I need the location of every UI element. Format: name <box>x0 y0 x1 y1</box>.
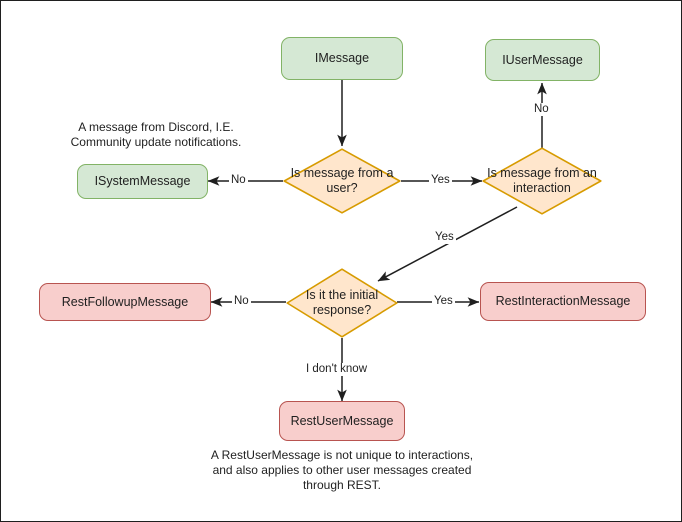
node-restinteractionmessage[interactable]: RestInteractionMessage <box>480 282 646 321</box>
edge-label-from-interaction-no: No <box>532 103 551 116</box>
node-isystemmessage[interactable]: ISystemMessage <box>77 164 208 199</box>
node-iusermessage-label: IUserMessage <box>502 52 583 67</box>
note-rest-user-message: A RestUserMessage is not unique to inter… <box>210 448 474 492</box>
edge-from-interaction-yes-to-initial-response <box>377 206 518 282</box>
decision-initial-response-label: Is it the initial response? <box>305 288 379 317</box>
diamond-shape-from-user <box>283 148 401 214</box>
edge-label-initial-yes: Yes <box>432 295 455 308</box>
node-restinteractionmessage-label: RestInteractionMessage <box>495 294 631 308</box>
edge-label-initial-no: No <box>232 295 251 308</box>
decision-is-initial-response[interactable]: Is it the initial response? <box>286 268 398 338</box>
note-system-message: A message from Discord, I.E. Community u… <box>70 120 242 149</box>
diamond-shape-initial-response <box>286 268 398 338</box>
node-restfollowupmessage-label: RestFollowupMessage <box>61 294 189 309</box>
decision-is-message-from-user[interactable]: Is message from a user? <box>283 148 401 214</box>
edge-label-from-user-yes: Yes <box>429 174 452 187</box>
node-iusermessage[interactable]: IUserMessage <box>485 39 600 81</box>
edge-label-dont-know: I don't know <box>304 363 370 376</box>
edge-label-from-user-no: No <box>229 174 248 187</box>
node-imessage[interactable]: IMessage <box>281 37 403 80</box>
edge-label-from-interaction-yes: Yes <box>433 231 456 244</box>
decision-is-message-from-interaction[interactable]: Is message from an interaction <box>482 147 602 215</box>
decision-from-interaction-label: Is message from an interaction <box>487 166 597 195</box>
node-restfollowupmessage[interactable]: RestFollowupMessage <box>39 283 211 321</box>
diamond-shape-from-interaction <box>482 147 602 215</box>
node-restusermessage-label: RestUserMessage <box>290 413 394 428</box>
node-isystemmessage-label: ISystemMessage <box>94 174 191 188</box>
decision-from-user-label: Is message from a user? <box>290 166 394 195</box>
node-imessage-label: IMessage <box>314 51 370 65</box>
node-restusermessage[interactable]: RestUserMessage <box>279 401 405 441</box>
